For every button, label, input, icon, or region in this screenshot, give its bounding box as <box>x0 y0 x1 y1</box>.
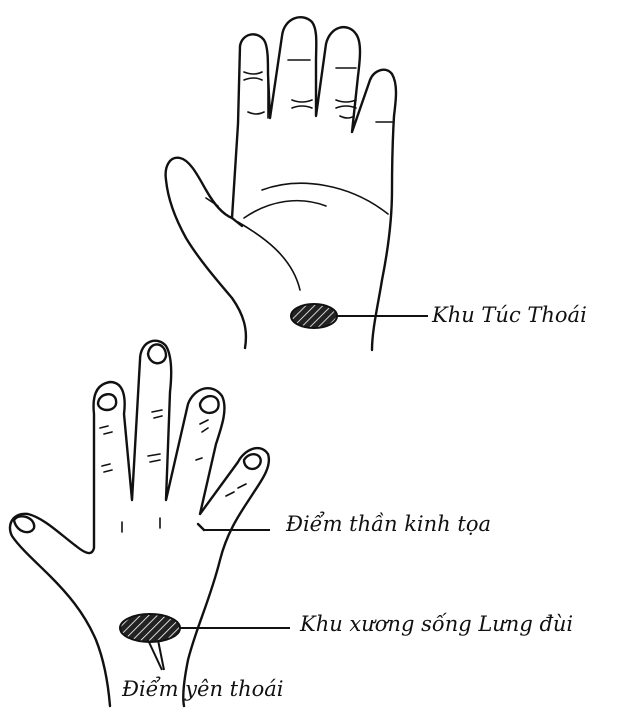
label-diem-yen-thoai: Điểm yên thoái <box>122 677 284 701</box>
palm-outline <box>166 17 396 350</box>
thumb-arrow-icon <box>232 218 242 226</box>
khu-xuong-song-marker <box>120 614 180 642</box>
label-khu-xuong-song: Khu xương sống Lưng đùi <box>300 612 573 636</box>
label-khu-tuc-thoai: Khu Túc Thoái <box>432 303 587 327</box>
finger-creases <box>244 60 392 122</box>
back-hand <box>10 341 290 706</box>
palm-hand <box>166 17 428 350</box>
label-diem-than-kinh-toa: Điểm thần kinh tọa <box>286 512 491 536</box>
khu-tuc-thoai-marker <box>291 304 337 328</box>
back-hand-outline <box>10 341 269 706</box>
fingernails <box>14 344 261 532</box>
sciatic-point-arrow-icon <box>198 524 204 530</box>
